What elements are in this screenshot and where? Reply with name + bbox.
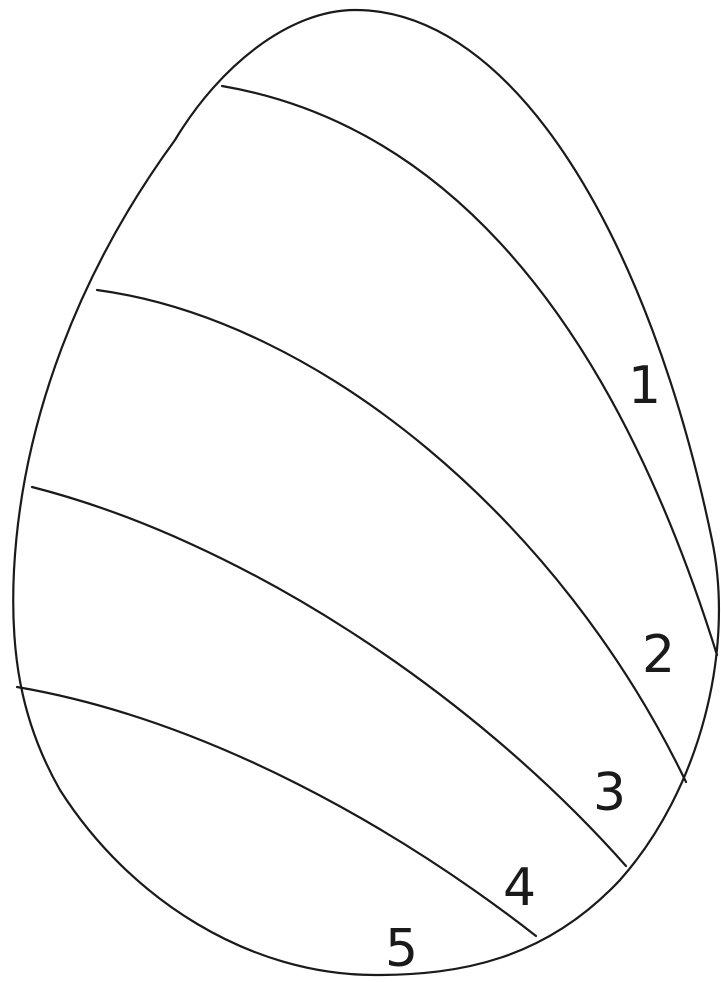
region-label-5: 5 xyxy=(385,919,418,979)
region-label-4: 4 xyxy=(503,858,536,918)
divider-line-4 xyxy=(17,687,536,936)
region-label-1: 1 xyxy=(628,356,661,416)
region-label-3: 3 xyxy=(593,763,626,823)
divider-line-3 xyxy=(32,487,626,866)
divider-line-2 xyxy=(97,290,686,782)
egg-outline xyxy=(13,10,719,975)
region-label-2: 2 xyxy=(642,625,675,685)
